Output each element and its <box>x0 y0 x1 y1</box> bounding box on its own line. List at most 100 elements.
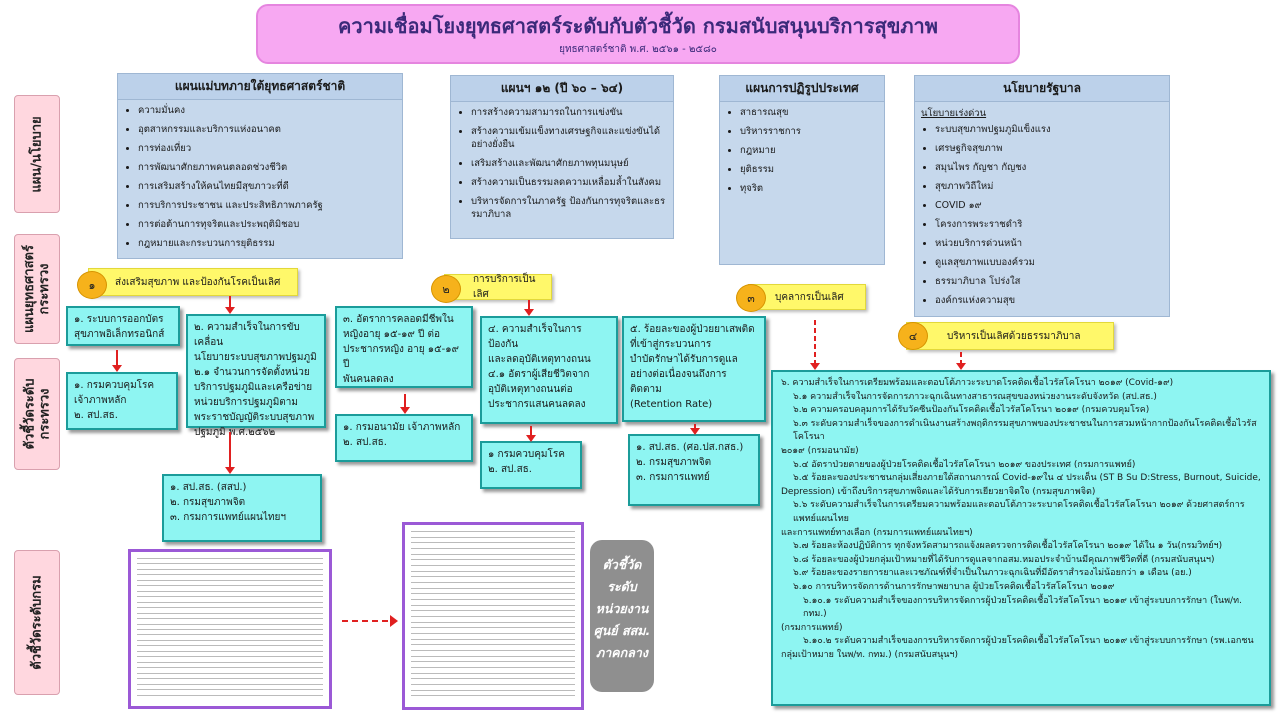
policy-box-master-plan: แผนแม่บทภายใต้ยุทธศาสตร์ชาติ ความมั่นคงอ… <box>117 73 403 259</box>
document-line <box>137 607 323 609</box>
policy-item: อุตสาหกรรมและบริการแห่งอนาคต <box>138 123 396 136</box>
responsible-box-1: ๑. กรมควบคุมโรคเจ้าภาพหลัก๒. สป.สธ. <box>66 372 178 430</box>
box-line: หญิงอายุ ๑๕-๑๙ ปี ต่อ <box>343 329 441 340</box>
document-line <box>137 639 323 641</box>
box-line: ๓. กรมการแพทย์ <box>636 472 710 483</box>
responsible-box-4: ๑ กรมควบคุมโรค๒. สป.สธ. <box>480 441 582 489</box>
document-line <box>411 672 575 674</box>
document-line <box>137 612 323 614</box>
box-line: ๑ กรมควบคุมโรค <box>488 449 565 460</box>
document-line <box>137 667 323 669</box>
box-line: ๑. สป.สธ. (ศอ.ปส.กสธ.) <box>636 442 744 453</box>
side-label-dept-kpi: ตัวชี้วัดระดับกรม <box>14 550 60 695</box>
tag-line: หน่วยงาน <box>595 601 649 616</box>
covid-kpi-line: ๖.๑๐ การบริหารจัดการด้านการรักษาพยาบาล ผ… <box>793 581 1115 592</box>
policy-box-title: แผนการปฏิรูปประเทศ <box>720 76 884 102</box>
document-line <box>137 694 323 696</box>
covid-kpi-line: ๖.๒ ความครอบคลุมการได้รับวัคซีนป้องกันโร… <box>793 405 1150 416</box>
arrow-head <box>390 615 398 627</box>
box-line: ๒. สป.สธ. <box>488 464 532 475</box>
policy-item: การเสริมสร้างให้คนไทยมีสุขภาวะที่ดี <box>138 180 396 193</box>
box-line: ที่เข้าสู่กระบวนการ <box>630 339 712 350</box>
unit-kpi-tag: ตัวชี้วัดระดับหน่วยงานศูนย์ สสม.ภาคกลาง <box>590 540 654 692</box>
covid-kpi-line: กลุ่มเป้าหมาย ในพ/ท. กทม.) (กรมสนับสนุนฯ… <box>781 649 958 660</box>
document-line <box>411 644 575 646</box>
box-line: บำบัดรักษาได้รับการดูแล <box>630 354 738 365</box>
arrow-doc1-to-doc2 <box>342 620 392 622</box>
policy-item: การบริการประชาชน และประสิทธิภาพภาครัฐ <box>138 199 396 212</box>
document-line <box>411 553 575 555</box>
policy-list: การสร้างความสามารถในการแข่งขันสร้างความเ… <box>451 106 673 221</box>
box-line: อุบัติเหตุทางถนนต่อ <box>488 384 573 395</box>
tag-line: ภาคกลาง <box>596 645 648 660</box>
box-line: อย่างต่อเนื่องจนถึงการติดตาม <box>630 369 727 395</box>
arrow-strategy3-dashed <box>810 320 820 370</box>
document-line <box>411 695 575 697</box>
policy-item: เศรษฐกิจสุขภาพ <box>935 142 1163 155</box>
box-line: ๑. ระบบการออกบัตร <box>74 314 164 325</box>
arrow-kpi5-to-resp5 <box>690 424 700 435</box>
policy-item: องค์กรแห่งความสุข <box>935 294 1163 307</box>
policy-item: สาธารณสุข <box>740 106 878 119</box>
side-label-policy: แผน/นโยบาย <box>14 95 60 213</box>
covid-kpi-line: ๖.๑ ความสำเร็จในการจัดการภาวะฉุกเฉินทางส… <box>793 391 1157 402</box>
arrow-strategy4-dashed <box>956 352 966 370</box>
tag-line: ตัวชี้วัด <box>602 557 642 572</box>
document-line <box>411 610 575 612</box>
document-line <box>411 678 575 680</box>
box-line: ๑. กรมอนามัย เจ้าภาพหลัก <box>343 422 461 433</box>
document-line <box>137 645 323 647</box>
policy-item: โครงการพระราชดำริ <box>935 218 1163 231</box>
document-line <box>411 587 575 589</box>
document-line <box>137 678 323 680</box>
policy-list: ความมั่นคงอุตสาหกรรมและบริการแห่งอนาคตกา… <box>118 104 402 250</box>
document-line <box>411 559 575 561</box>
box-line: หน่วยบริการปฐมภูมิตาม <box>194 397 299 408</box>
tag-line: ศูนย์ สสม. <box>593 623 651 638</box>
covid-kpi-line: ๖.๘ ร้อยละของผู้ป่วยกลุ่มเป้าหมายที่ได้ร… <box>793 554 1215 565</box>
document-line <box>411 548 575 549</box>
strategy-box-3: บุคลากรเป็นเลิศ <box>748 284 866 310</box>
document-line <box>137 601 323 603</box>
policy-item: การสร้างความสามารถในการแข่งขัน <box>471 106 667 119</box>
policy-item: ดูแลสุขภาพแบบองค์รวม <box>935 256 1163 269</box>
policy-item: การท่องเที่ยว <box>138 142 396 155</box>
document-line <box>137 656 323 658</box>
arrow-strategy2-to-kpi4 <box>524 300 534 316</box>
policy-item: ทุจริต <box>740 182 878 195</box>
box-line: ๒. ความสำเร็จในการขับเคลื่อน <box>194 322 300 348</box>
box-line: ๒. กรมสุขภาพจิต <box>170 497 246 508</box>
document-line <box>137 629 323 630</box>
document-line <box>411 689 575 691</box>
box-line: ๒. สป.สธ. <box>343 437 387 448</box>
box-line: ๒. สป.สธ. <box>74 410 118 421</box>
policy-list: สาธารณสุขบริหารราชการกฎหมายยุติธรรมทุจริ… <box>720 106 884 195</box>
document-line <box>411 627 575 629</box>
strategy-box-1: ส่งเสริมสุขภาพ และป้องกันโรคเป็นเลิศ <box>88 268 298 296</box>
document-line <box>411 650 575 651</box>
document-line <box>137 558 323 559</box>
box-line: และลดอุบัติเหตุทางถนน <box>488 354 591 365</box>
strategy-number-3: ๓ <box>736 284 766 312</box>
policy-item: บริหารราชการ <box>740 125 878 138</box>
strategy-box-4: บริหารเป็นเลิศด้วยธรรมาภิบาล <box>906 322 1114 350</box>
ministry-kpi-2: ๒. ความสำเร็จในการขับเคลื่อนนโยบายระบบสุ… <box>186 314 326 438</box>
document-line <box>137 634 323 636</box>
document-line <box>137 579 323 581</box>
ministry-kpi-5: ๕. ร้อยละของผู้ป่วยยาเสพติดที่เข้าสู่กระ… <box>622 316 766 422</box>
covid-kpi-line: ๖.๖ ระดับความสำเร็จในการเตรียมความพร้อมแ… <box>793 500 1245 524</box>
policy-subheading: นโยบายเร่งด่วน <box>921 108 987 119</box>
strategy-number-2: ๒ <box>431 275 461 303</box>
covid-kpi-line: ๖. ความสำเร็จในการเตรียมพร้อมและตอบโต้ภา… <box>781 378 1174 388</box>
ministry-kpi-1: ๑. ระบบการออกบัตรสุขภาพอิเล็กทรอนิกส์ <box>66 306 180 346</box>
responsible-box-3: ๑. กรมอนามัย เจ้าภาพหลัก๒. สป.สธ. <box>335 414 473 462</box>
covid-kpi-line: ๖.๓ ระดับความสำเร็จของการดำเนินงานสร้างพ… <box>793 418 1257 443</box>
box-line: เจ้าภาพหลัก <box>74 395 127 406</box>
policy-box-title: นโยบายรัฐบาล <box>915 76 1169 102</box>
document-line <box>411 593 575 595</box>
document-line <box>411 638 575 640</box>
document-line <box>411 531 575 532</box>
responsible-box-5: ๑. สป.สธ. (ศอ.ปส.กสธ.)๒. กรมสุขภาพจิต๓. … <box>628 434 760 506</box>
strategy-number-1: ๑ <box>77 271 107 299</box>
arrow-kpi4-to-resp4 <box>526 426 536 442</box>
